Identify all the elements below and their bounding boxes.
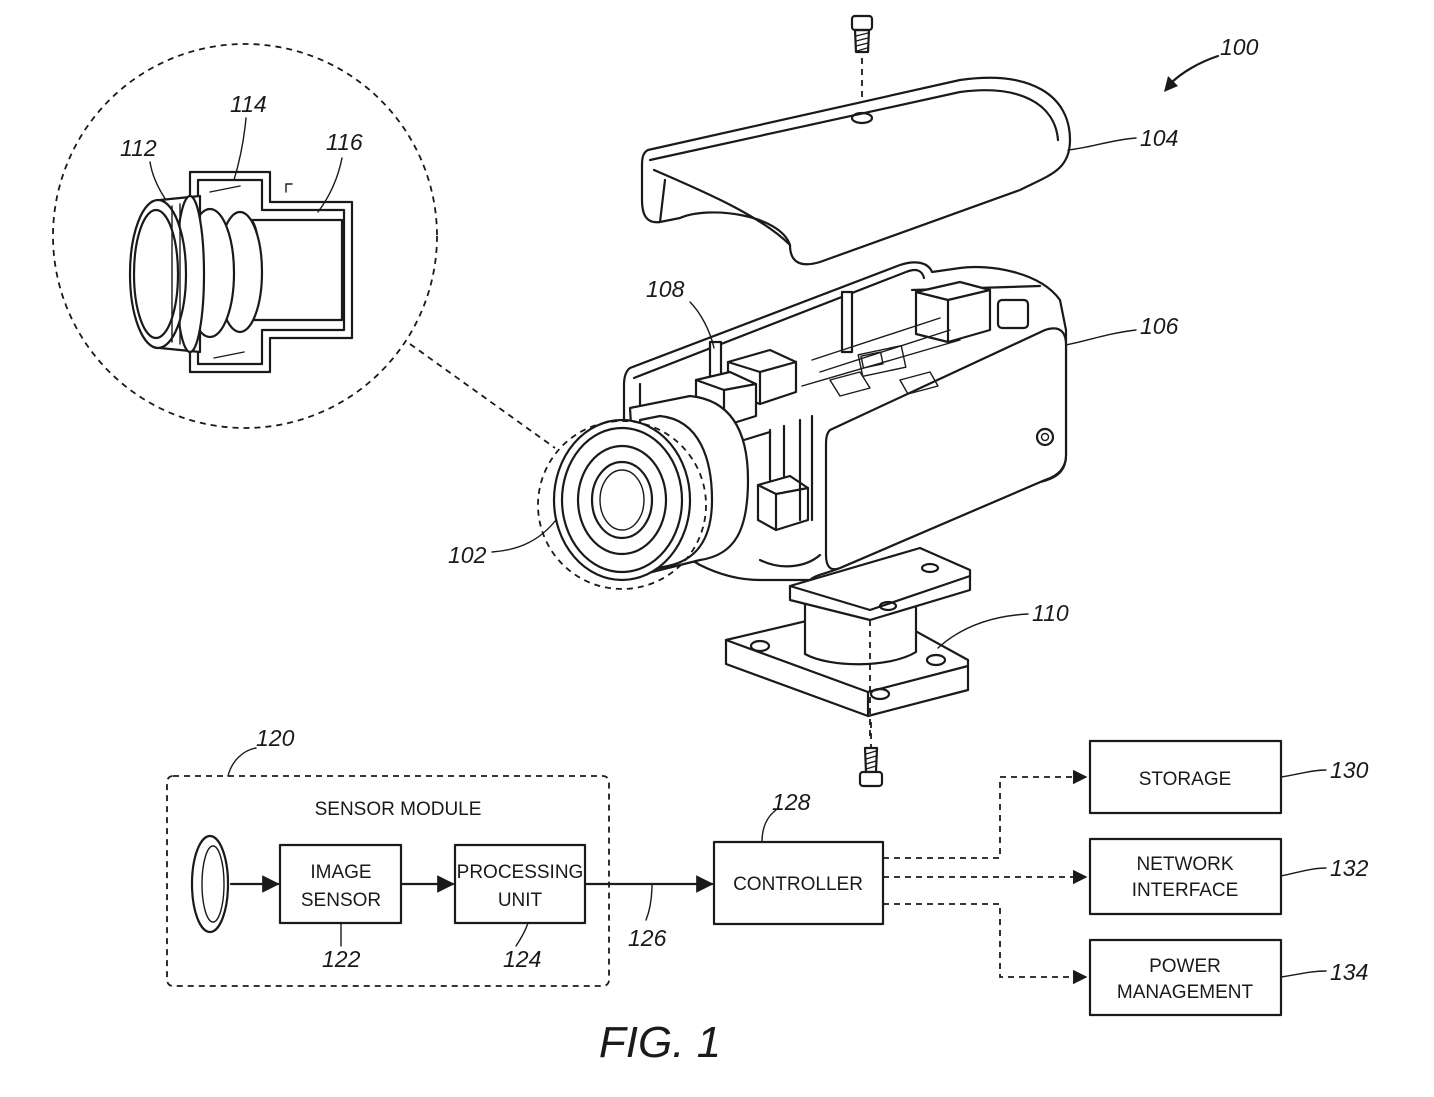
lens-symbol	[192, 836, 228, 932]
ref-106-leader: 106	[1066, 313, 1179, 345]
image-sensor-box	[280, 845, 401, 923]
ref-126: 126	[628, 925, 667, 951]
ref-132: 132	[1330, 855, 1369, 881]
ref-102-leader: 102	[448, 520, 556, 568]
bottom-screw	[860, 722, 882, 786]
sensor-module-label: SENSOR MODULE	[315, 799, 482, 820]
ref-100: 100	[1220, 34, 1259, 60]
image-sensor-label-2: SENSOR	[301, 890, 381, 911]
ref-122: 122	[322, 946, 361, 972]
ref-104-leader: 104	[1068, 125, 1178, 151]
network-interface-block: NETWORK INTERFACE 132	[1090, 839, 1369, 914]
figure-label: FIG. 1	[599, 1018, 721, 1067]
power-management-label-2: MANAGEMENT	[1117, 982, 1254, 1003]
ref-110-leader: 110	[938, 600, 1069, 648]
processing-unit-label-1: PROCESSING	[457, 862, 584, 883]
controller-label: CONTROLLER	[733, 874, 863, 895]
ref-104: 104	[1140, 125, 1178, 151]
ref-110: 110	[1032, 600, 1069, 626]
ref-114: 114	[230, 91, 267, 117]
storage-label: STORAGE	[1139, 769, 1232, 790]
power-management-box	[1090, 940, 1281, 1015]
ref-106: 106	[1140, 313, 1179, 339]
storage-block: STORAGE 130	[1090, 741, 1369, 813]
bus-126: 126	[585, 884, 712, 951]
top-screw	[852, 16, 872, 110]
ref-108: 108	[646, 276, 685, 302]
image-sensor-label-1: IMAGE	[310, 862, 371, 883]
ref-134: 134	[1330, 959, 1368, 985]
ref-100-indicator: 100	[1164, 34, 1259, 92]
sensor-module-block: SENSOR MODULE 120 IMAGE SENSOR 122 PROCE…	[167, 725, 609, 986]
ref-130: 130	[1330, 757, 1369, 783]
network-interface-label-1: NETWORK	[1136, 854, 1233, 875]
ref-128: 128	[772, 789, 811, 815]
ref-108-leader: 108	[646, 276, 714, 348]
power-management-block: POWER MANAGEMENT 134	[1090, 940, 1368, 1015]
detail-connector	[410, 344, 555, 448]
camera-cover	[642, 78, 1070, 264]
network-interface-label-2: INTERFACE	[1132, 880, 1239, 901]
power-management-label-1: POWER	[1149, 956, 1221, 977]
ref-102: 102	[448, 542, 487, 568]
network-interface-box	[1090, 839, 1281, 914]
ref-124: 124	[503, 946, 541, 972]
controller-block: CONTROLLER 128	[714, 789, 883, 924]
ref-120: 120	[256, 725, 295, 751]
ref-112: 112	[120, 135, 157, 161]
controller-outputs	[883, 777, 1086, 977]
processing-unit-box	[455, 845, 585, 923]
ref-116: 116	[326, 129, 363, 155]
processing-unit-label-2: UNIT	[498, 890, 543, 911]
